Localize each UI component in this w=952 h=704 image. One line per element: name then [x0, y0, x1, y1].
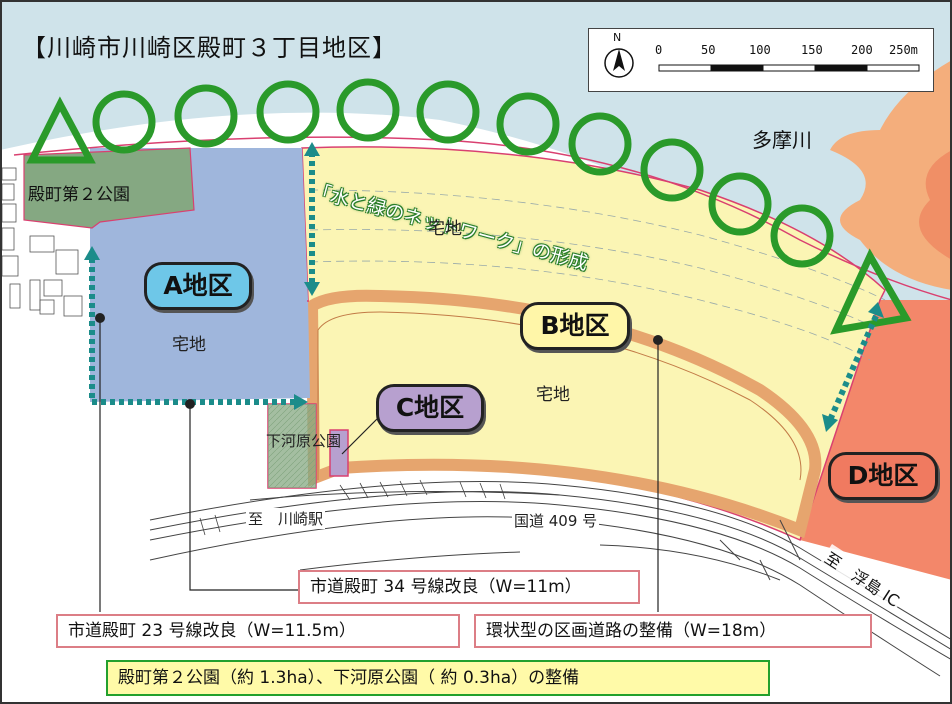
scale-bar-segment: [658, 64, 712, 72]
contour-lines: [309, 189, 886, 361]
scale-tick: 100: [749, 43, 771, 57]
scale-bar-segment: [814, 64, 868, 72]
page-title: 【川崎市川崎区殿町３丁目地区】: [22, 34, 397, 62]
scale-tick: 200: [851, 43, 873, 57]
road-23-note: 市道殿町 23 号線改良（W=11.5m）: [56, 614, 460, 648]
green-network-circles: [26, 78, 912, 335]
boundary-line: [13, 136, 952, 301]
district-c-area: [329, 429, 349, 477]
route-409-label: 国道 409 号: [512, 510, 600, 531]
district-a-badge: A地区: [144, 262, 252, 310]
river-bank-orange-2: [919, 150, 952, 260]
river-label: 多摩川: [752, 128, 812, 152]
scale-bar-segment: [762, 64, 816, 72]
district-d-badge: D地区: [828, 452, 938, 500]
ring-road: [305, 289, 822, 539]
park-2-area: [23, 147, 195, 229]
district-b-badge: B地区: [520, 302, 630, 350]
scale-bar-segment: [710, 64, 764, 72]
scale-bar: N 0 50 100 150 200 250m: [588, 28, 934, 92]
highway-hatch: [199, 479, 506, 536]
district-d-area: [800, 300, 952, 580]
shimogawara-park-fill: [268, 404, 316, 488]
north-label: N: [613, 31, 622, 44]
park-2-label: 殿町第２公園: [28, 185, 130, 205]
park-development-note: 殿町第２公園（約 1.3ha）、下河原公園（ 約 0.3ha）の整備: [106, 660, 770, 696]
scale-tick: 150: [801, 43, 823, 57]
scale-tick: 50: [701, 43, 716, 57]
network-arrows: [89, 152, 879, 422]
district-c-badge: C地区: [376, 384, 484, 432]
leader-lines: [99, 318, 659, 612]
road-34-note: 市道殿町 34 号線改良（W=11m）: [298, 570, 640, 604]
scale-tick: 250m: [889, 43, 918, 57]
residential-label-a: 宅地: [172, 335, 206, 355]
station-direction-label: 至 川崎駅: [246, 508, 326, 529]
ring-road-note: 環状型の区画道路の整備（W=18m）: [474, 614, 872, 648]
network-arrowheads: [84, 142, 884, 432]
leader-dots: [95, 313, 663, 409]
residential-label-b: 宅地: [536, 385, 570, 405]
scale-bar-segment: [866, 64, 920, 72]
residential-label: 宅地: [428, 219, 462, 239]
scale-tick: 0: [655, 43, 663, 57]
river-bank-orange: [830, 60, 952, 290]
shimogawara-park-label: 下河原公園: [266, 432, 342, 450]
